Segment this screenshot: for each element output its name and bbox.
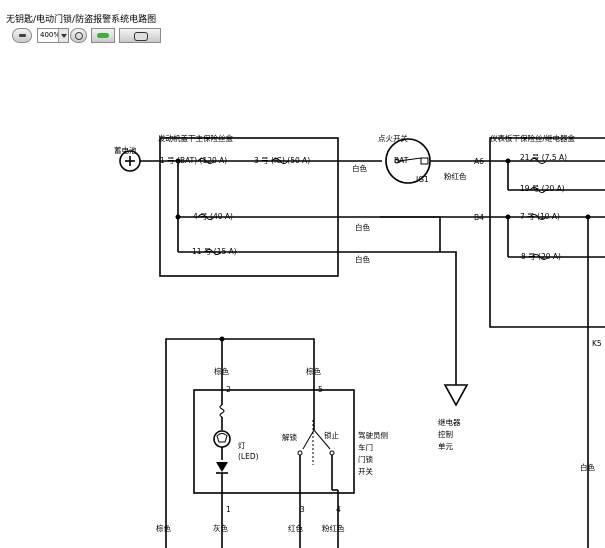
lock-switch-icon (313, 429, 331, 450)
led-diode-icon (216, 462, 228, 472)
ignition-switch-label: 点火开关 (378, 133, 408, 143)
wire-white-label: 白色 (352, 163, 367, 173)
dash-fuse-box-label: 仪表板下保险丝/继电器盒 (490, 133, 576, 143)
chevron-down-icon[interactable] (58, 29, 68, 42)
wire-brown-label: 棕色 (214, 366, 229, 376)
unlock-label: 解锁 (282, 432, 297, 442)
wire-gray-label: 灰色 (213, 523, 228, 533)
fuse-icon (197, 214, 215, 220)
fuse-icon (197, 158, 215, 164)
wire-white-label: 白色 (355, 254, 370, 264)
wire-brown-label: 棕色 (306, 366, 321, 376)
ground-triangle-icon (443, 384, 469, 407)
battery-label: 蓄电池 (114, 145, 137, 155)
fuse-4-label: 4 号 (40 A) (193, 212, 233, 221)
fuse-21-label: 21 号 (7.5 A) (520, 153, 567, 162)
pin-k5-label: K5 (592, 339, 602, 348)
fuse-11-label: 11 号 (15 A) (192, 247, 237, 256)
engine-fuse-box-label: 发动机盖下主保险丝盒 (158, 133, 233, 143)
fuse-icon (271, 158, 289, 164)
zoom-select[interactable]: 400% (37, 28, 69, 43)
relay-unit-label: 控制 (438, 429, 453, 439)
print-icon[interactable] (119, 28, 161, 43)
switch-box-label: 车门 (358, 442, 373, 452)
door-lock-switch-box (193, 389, 355, 494)
wire-pink-red-label: 粉红色 (444, 171, 467, 181)
relay-unit-label: 单元 (438, 441, 453, 451)
ignition-ig1-label: IG1 (416, 175, 429, 184)
page-title: 无钥匙/电动门锁/防盗报警系统电路图 (6, 15, 157, 25)
lamp-label: 灯 (238, 440, 246, 450)
lamp-label: (LED) (238, 452, 259, 461)
fuse-icon (529, 214, 547, 220)
fuse-8-label: 8 号 (20 A) (521, 252, 561, 261)
pin-1-label: 1 (226, 505, 231, 514)
pin-3-label: 3 (300, 505, 305, 514)
dash-fuse-box (489, 137, 605, 328)
fit-icon[interactable] (91, 28, 115, 43)
fuse-icon (529, 158, 547, 164)
wire-white-label: 白色 (355, 222, 370, 232)
wire-brown-label: 棕色 (156, 523, 171, 533)
fuse-7-label: 7 号 (10 A) (520, 212, 560, 221)
switch-box-label: 门锁 (358, 454, 373, 464)
pin-b4-label: B4 (474, 213, 484, 222)
pin-4-label: 4 (336, 505, 341, 514)
resistor-icon (219, 404, 225, 418)
wire-red-label: 红色 (288, 523, 303, 533)
fuse-bat-label: 1 号 (BAT) (120 A) (160, 156, 227, 165)
lock-label: 锁止 (324, 430, 339, 440)
zoom-value: 400% (40, 31, 61, 39)
zoom-out-icon[interactable] (12, 28, 32, 43)
zoom-in-icon[interactable] (70, 28, 87, 43)
ignition-bat-label: BAT (394, 156, 409, 165)
wire-white-label: 白色 (580, 462, 595, 472)
fuse-ig-label: 3 号 (IG) (50 A) (254, 156, 310, 165)
pin-a6-label: A6 (474, 157, 484, 166)
engine-fuse-box (159, 137, 339, 277)
fuse-19-label: 19 号 (20 A) (520, 184, 565, 193)
fuse-icon (204, 249, 222, 255)
switch-box-label: 驾驶员侧 (358, 430, 388, 440)
wire-pink-red-label: 粉红色 (322, 523, 345, 533)
fuse-icon (529, 187, 547, 193)
switch-box-label: 开关 (358, 466, 373, 476)
relay-unit-label: 继电器 (438, 417, 461, 427)
fuse-icon (531, 254, 549, 260)
unlock-switch-icon (302, 429, 315, 450)
